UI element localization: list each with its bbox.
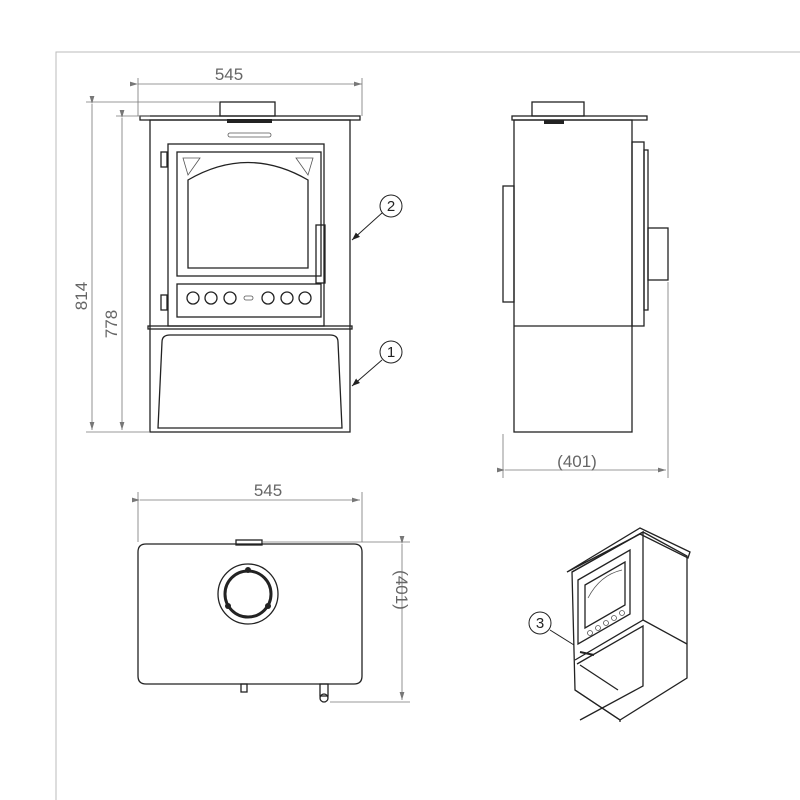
top-width-dimension: 545 (254, 481, 282, 500)
balloon-3: 3 (528, 611, 575, 646)
air-control-knobs (186, 291, 312, 305)
side-view: (401) (497, 101, 669, 478)
svg-text:2: 2 (387, 198, 395, 215)
sheet-border (55, 51, 800, 800)
svg-text:3: 3 (536, 615, 544, 632)
svg-text:1: 1 (387, 344, 395, 361)
body-height-dimension: 778 (102, 310, 121, 338)
isometric-view: 3 (528, 527, 691, 722)
side-depth-dimension: (401) (557, 452, 597, 471)
top-view: 545 (401) (132, 481, 411, 703)
balloon-2: 2 (351, 194, 403, 241)
front-view: 545 814 778 2 1 (72, 65, 403, 433)
front-width-dimension: 545 (215, 65, 243, 84)
overall-height-dimension: 814 (72, 282, 91, 310)
top-depth-dimension: (401) (392, 570, 411, 610)
balloon-1: 1 (351, 340, 403, 387)
